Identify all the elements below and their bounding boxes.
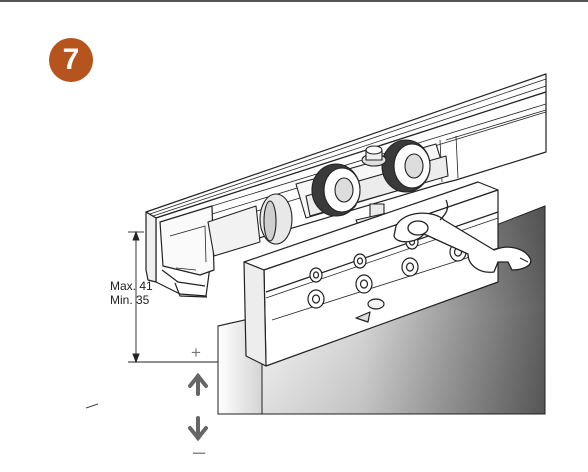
step-number-badge: 7 <box>49 38 93 82</box>
dimension-max-label: Max. 41 <box>110 279 153 293</box>
height-dimension <box>128 230 218 364</box>
wrench-tool <box>393 199 532 273</box>
top-rule <box>0 0 588 2</box>
arrow-down-icon <box>188 416 208 442</box>
roller-wheel-front <box>311 163 361 217</box>
leader-tick <box>85 403 99 409</box>
dimension-min-label: Min. 35 <box>110 293 150 307</box>
adjust-plus-sign: + <box>191 343 201 362</box>
arrow-up-icon <box>188 372 208 396</box>
roller-wheel-rear <box>381 139 431 193</box>
adjust-minus-sign: – <box>193 439 206 464</box>
